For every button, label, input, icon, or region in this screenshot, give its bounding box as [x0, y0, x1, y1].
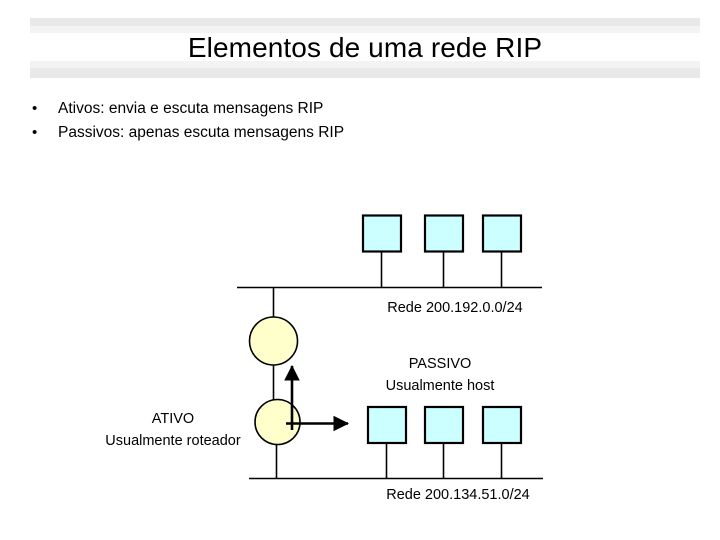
host-node-bottom-3 — [481, 405, 523, 479]
title-band-top-light — [30, 26, 700, 33]
network-label-bottom: Rede 200.134.51.0/24 — [386, 487, 530, 503]
active-role-label: ATIVO — [152, 411, 194, 427]
host-node-top-2 — [423, 214, 465, 288]
host-box-icon — [423, 405, 465, 445]
title-band-top-dark — [30, 18, 700, 26]
network-segment-bottom: Rede 200.134.51.0/24 — [249, 405, 543, 503]
title-banner: Elementos de uma rede RIP — [30, 18, 700, 78]
list-item: • Passivos: apenas escuta mensagens RIP — [26, 121, 586, 145]
passive-role-sublabel: Usualmente host — [386, 378, 495, 394]
host-node-top-3 — [481, 214, 523, 288]
router-column — [248, 287, 350, 479]
host-node-bottom-2 — [423, 405, 465, 479]
network-segment-top: Rede 200.192.0.0/24 — [237, 214, 542, 316]
list-item: • Ativos: envia e escuta mensagens RIP — [26, 97, 586, 121]
title-band-bottom-light — [30, 61, 700, 68]
passive-node-icon — [248, 316, 299, 366]
host-node-bottom-1 — [366, 405, 408, 479]
role-annotation-passive: PASSIVO Usualmente host — [386, 356, 495, 394]
host-node-top-1 — [361, 214, 403, 288]
host-box-icon — [481, 405, 523, 445]
title-band-center — [30, 33, 700, 61]
bullet-icon: • — [32, 100, 38, 117]
title-band-bottom-dark — [30, 68, 700, 78]
bullet-icon: • — [32, 124, 38, 141]
passive-role-label: PASSIVO — [409, 356, 472, 372]
host-box-icon — [366, 405, 408, 445]
host-box-icon — [361, 214, 403, 253]
host-box-icon — [423, 214, 465, 253]
host-box-icon — [481, 214, 523, 253]
role-annotation-active: ATIVO Usualmente roteador — [105, 411, 241, 449]
list-item-label: Passivos: apenas escuta mensagens RIP — [58, 124, 345, 141]
bullet-list: • Ativos: envia e escuta mensagens RIP •… — [26, 97, 586, 145]
active-node-icon — [254, 398, 301, 446]
list-item-label: Ativos: envia e escuta mensagens RIP — [58, 100, 324, 117]
active-role-sublabel: Usualmente roteador — [105, 433, 241, 449]
network-label-top: Rede 200.192.0.0/24 — [387, 300, 522, 316]
page-title: Elementos de uma rede RIP — [187, 32, 543, 63]
